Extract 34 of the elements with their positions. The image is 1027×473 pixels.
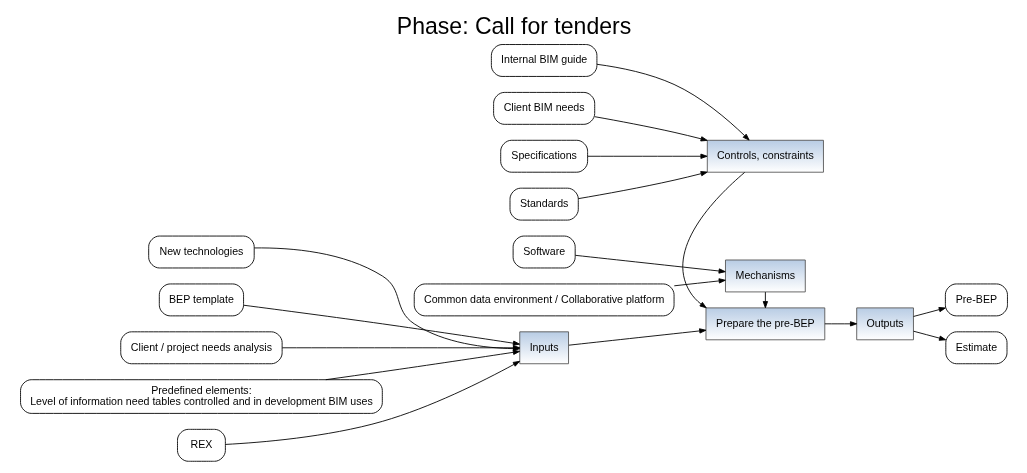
arrow	[912, 307, 946, 317]
node-box: Outputs	[855, 307, 914, 341]
arrow	[681, 171, 745, 309]
node-box: Inputs	[518, 331, 569, 365]
arrow	[673, 278, 726, 287]
node-box: Client BIM needs	[492, 91, 595, 125]
arrow	[823, 321, 857, 327]
arrow	[568, 328, 706, 346]
node-box: Standards	[509, 187, 579, 221]
node-box: Predefined elements: Level of information need tables controlled and in development BIM uses	[19, 379, 383, 414]
arrow	[324, 349, 520, 381]
node-box: BEP template	[158, 283, 244, 317]
arrow	[242, 304, 520, 346]
node-box: Prepare the pre-BEP	[705, 307, 825, 341]
node-box: Controls, constraints	[706, 139, 824, 173]
arrow	[224, 360, 520, 445]
arrow	[912, 330, 946, 341]
node-box: Client / project needs analysis	[119, 331, 283, 365]
node-box: New technologies	[147, 235, 255, 269]
arrow	[574, 254, 726, 274]
node-box: REX	[176, 428, 226, 462]
node-box: Estimate	[944, 331, 1007, 365]
node-box: Mechanisms	[724, 259, 806, 293]
node-box: Common data environment / Collaborative platform	[413, 283, 674, 317]
node-box: Specifications	[499, 139, 588, 173]
arrow	[586, 153, 708, 159]
arrow	[596, 63, 750, 141]
node-box: Software	[512, 235, 576, 269]
arrow	[762, 291, 768, 309]
node-box: Internal BIM guide	[490, 44, 597, 77]
node-box: Pre-BEP	[944, 283, 1008, 317]
arrow	[577, 171, 708, 200]
arrow	[593, 116, 708, 142]
diagram-title: Phase: Call for tenders	[396, 12, 631, 39]
